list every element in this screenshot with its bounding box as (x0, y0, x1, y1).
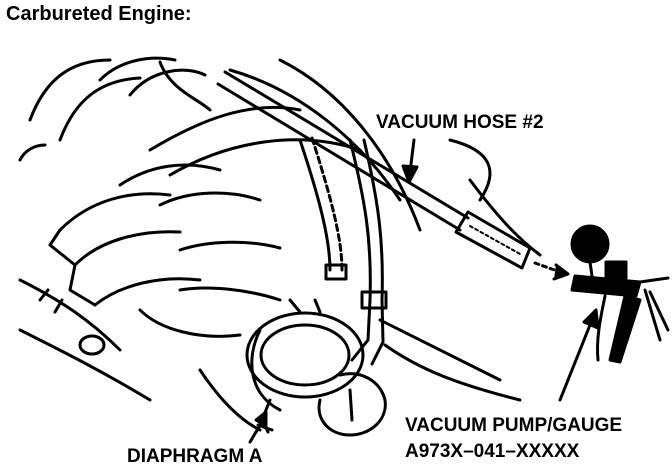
hose-label-pointer (401, 138, 419, 184)
diaphragm-label-pointer (248, 410, 268, 444)
pump-label-pointer (558, 308, 600, 402)
hose-end (454, 210, 532, 270)
diaphragm-label: DIAPHRAGM A (127, 446, 263, 467)
vacuum-hose-2 (216, 70, 470, 232)
diaphragm-a (245, 298, 387, 437)
distributor-cap (48, 163, 282, 356)
vacuum-pump-label: VACUUM PUMP/GAUGE A973X–041–XXXXX (405, 413, 622, 465)
connection-arrow (533, 261, 570, 281)
diagram-title: Carbureted Engine: (6, 3, 192, 25)
engine-background (18, 56, 542, 432)
vacuum-hose-label: VACUUM HOSE #2 (376, 112, 544, 133)
vacuum-pump-label-line1: VACUUM PUMP/GAUGE (405, 415, 623, 436)
diaphragm-hoses (298, 136, 388, 366)
vacuum-pump-gauge (570, 224, 670, 364)
vacuum-pump-label-line2: A973X–041–XXXXX (405, 441, 580, 462)
